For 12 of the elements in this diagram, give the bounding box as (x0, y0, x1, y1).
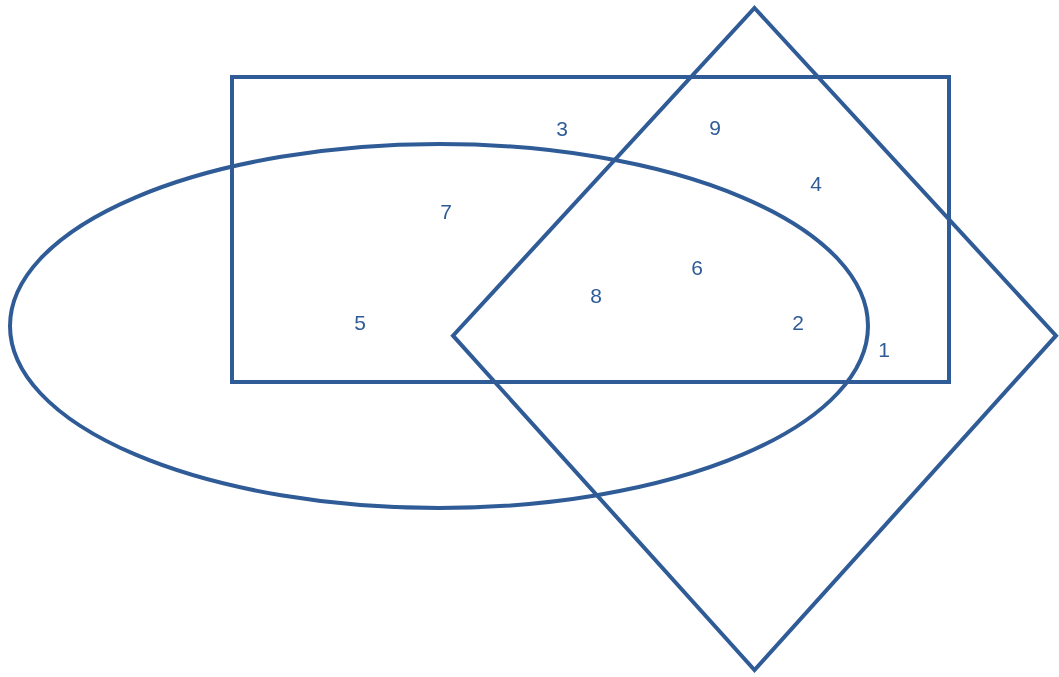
region-number: 2 (792, 311, 804, 335)
rectangle-outline (230, 75, 951, 384)
region-number: 4 (810, 172, 822, 196)
region-number: 5 (354, 311, 366, 335)
region-number: 3 (556, 117, 568, 141)
region-number: 1 (878, 338, 890, 362)
ellipse-outline (8, 142, 870, 510)
region-number: 8 (590, 284, 602, 308)
region-number: 9 (709, 116, 721, 140)
region-number: 6 (691, 256, 703, 280)
region-number: 7 (440, 200, 452, 224)
diamond-outline (451, 6, 1058, 672)
